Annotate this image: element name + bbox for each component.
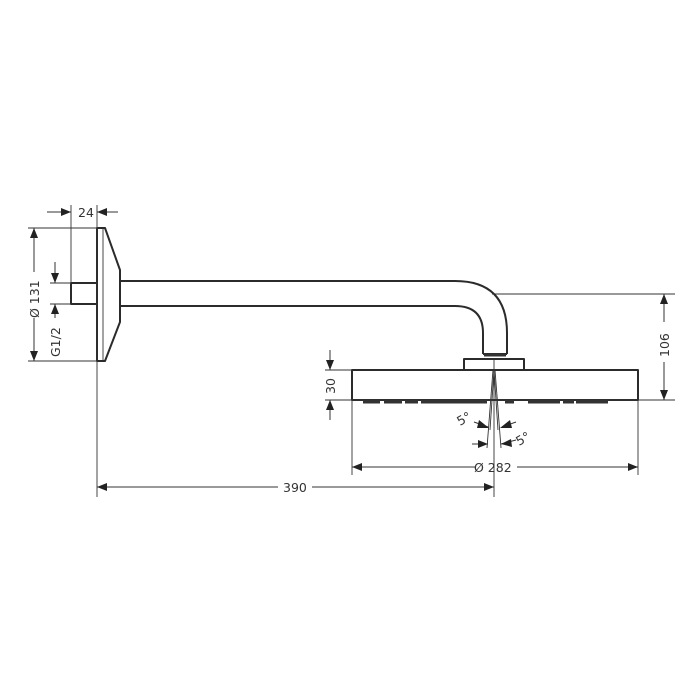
dim-282-label: Ø 282 <box>474 460 512 475</box>
dim-tilt: 5° 5° <box>454 409 533 449</box>
dim-arm-projection: 390 <box>97 480 494 495</box>
wall-flange <box>70 227 121 362</box>
dim-g12-label: G1/2 <box>48 327 63 357</box>
dim-390-label: 390 <box>283 480 307 495</box>
dim-thread: G1/2 <box>48 262 63 357</box>
dim-total-drop: 106 <box>657 294 672 400</box>
dim-30-label: 30 <box>323 378 338 394</box>
dim-head-height: 30 <box>323 350 338 420</box>
dim-flange-diameter: Ø 131 <box>27 228 42 361</box>
shower-arm <box>120 280 508 357</box>
dim-106-label: 106 <box>657 333 672 357</box>
dim-head-diameter: Ø 282 <box>352 460 638 475</box>
dim-131-label: Ø 131 <box>27 280 42 318</box>
dim-flange-depth: 24 <box>47 205 118 220</box>
dim-5deg-right-label: 5° <box>513 429 533 449</box>
dim-24-label: 24 <box>78 205 94 220</box>
extension-lines <box>28 205 675 497</box>
dim-5deg-left-label: 5° <box>454 409 474 429</box>
